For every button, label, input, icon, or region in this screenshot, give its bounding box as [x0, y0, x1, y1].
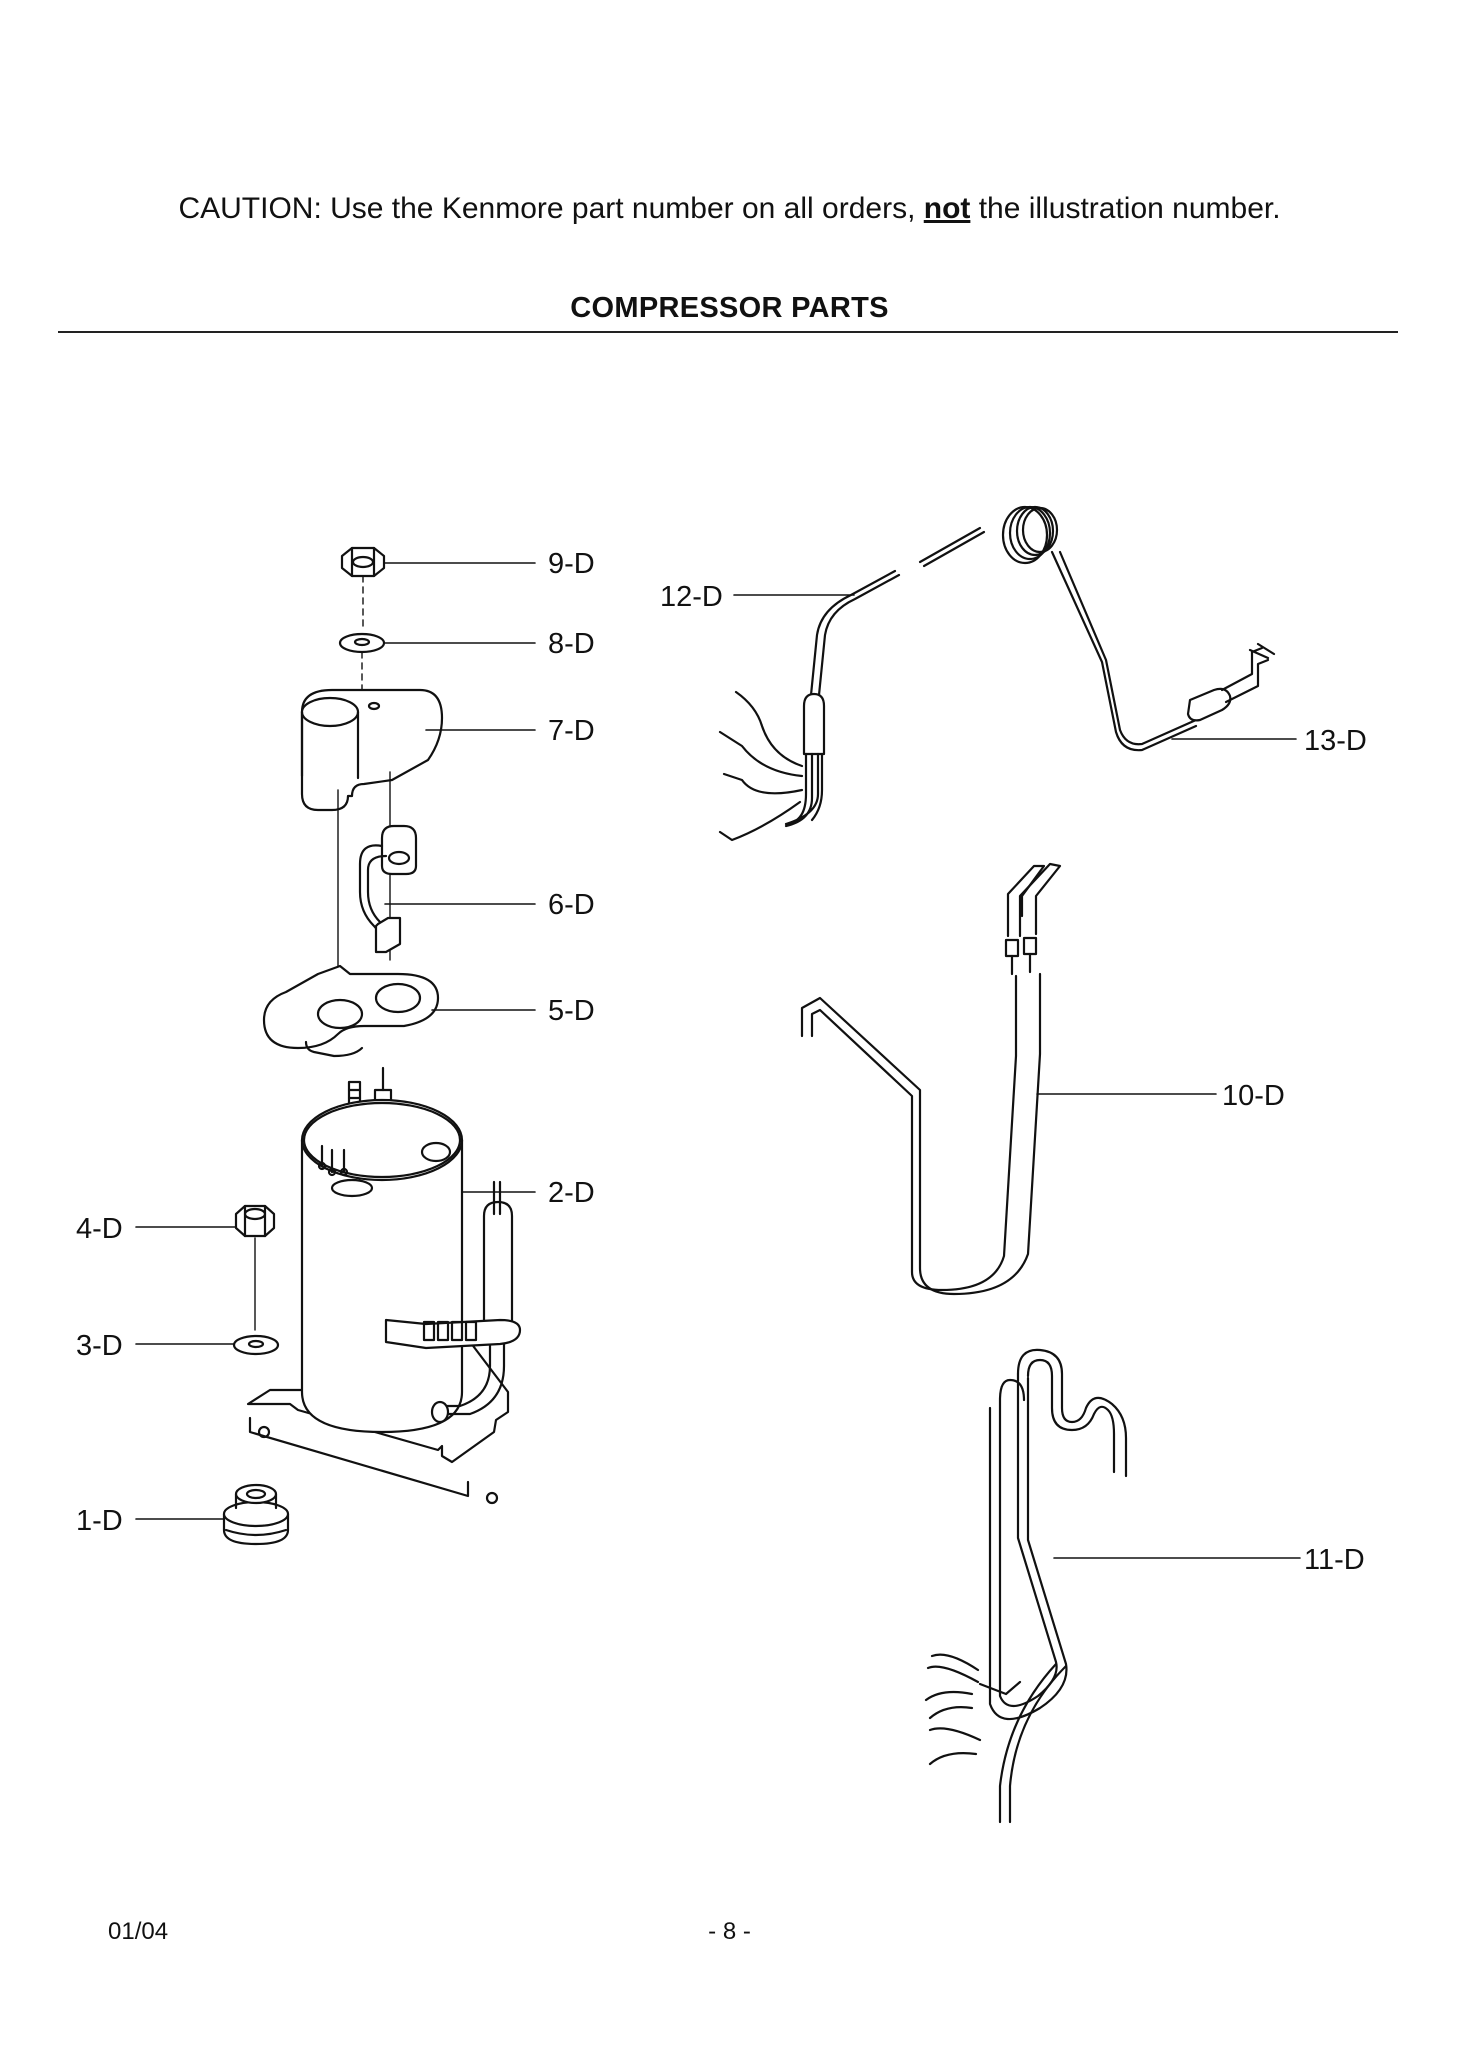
- part-terminal-cover-7d: [300, 688, 444, 812]
- section-title: COMPRESSOR PARTS: [570, 292, 889, 324]
- part-washer-3d: [232, 1334, 280, 1356]
- part-washer-8d: [338, 632, 386, 654]
- callout-6d: 6-D: [548, 889, 595, 921]
- part-nut-9d: [340, 546, 386, 578]
- callout-3d: 3-D: [76, 1330, 123, 1362]
- part-bracket-5d: [262, 964, 440, 1058]
- callout-5d: 5-D: [548, 995, 595, 1027]
- footer-page-number: - 8 -: [708, 1918, 751, 1945]
- callout-8d: 8-D: [548, 628, 595, 660]
- callout-1d: 1-D: [76, 1505, 123, 1537]
- caution-prefix: CAUTION: Use the Kenmore part number on …: [178, 192, 924, 225]
- callout-2d: 2-D: [548, 1177, 595, 1209]
- caution-note: CAUTION: Use the Kenmore part number on …: [0, 192, 1459, 226]
- caution-suffix: the illustration number.: [970, 192, 1281, 225]
- part-grommet-1d: [222, 1483, 290, 1546]
- callout-11d: 11-D: [1304, 1544, 1365, 1576]
- callout-7d: 7-D: [548, 715, 595, 747]
- callout-12d: 12-D: [660, 581, 723, 613]
- callout-10d: 10-D: [1222, 1080, 1285, 1112]
- part-tube-11d: [924, 1348, 1128, 1824]
- part-capillary-12d: [718, 505, 1059, 842]
- callout-9d: 9-D: [548, 548, 595, 580]
- title-divider: [58, 331, 1398, 333]
- part-nut-4d: [234, 1204, 276, 1238]
- part-capillary-13d: [1050, 550, 1276, 752]
- part-tube-10d: [800, 862, 1062, 1296]
- part-overload-6d: [346, 824, 418, 994]
- part-compressor-2d: [246, 1066, 522, 1505]
- callout-4d: 4-D: [76, 1213, 123, 1245]
- caution-emphasis: not: [923, 192, 971, 225]
- callout-13d: 13-D: [1304, 725, 1367, 757]
- footer-date: 01/04: [108, 1918, 169, 1945]
